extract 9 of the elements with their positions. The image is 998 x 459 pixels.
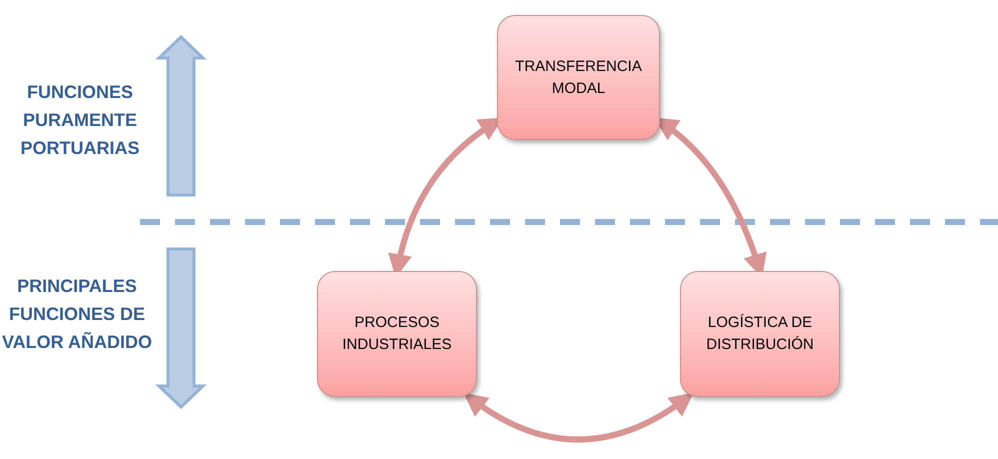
section-label: FUNCIONES PURAMENTE PORTUARIAS bbox=[19, 81, 140, 160]
section-label: PRINCIPALES FUNCIONES DE VALOR AÑADIDO bbox=[2, 275, 152, 354]
box-label: PROCESOS INDUSTRIALES bbox=[341, 313, 453, 355]
box-label: LOGÍSTICA DE DISTRIBUCIÓN bbox=[705, 313, 815, 355]
process-box bbox=[680, 271, 840, 397]
process-box bbox=[317, 271, 477, 397]
double-arrow bbox=[463, 392, 694, 442]
process-box bbox=[497, 15, 660, 140]
box-label: TRANSFERENCIA MODAL bbox=[514, 56, 643, 98]
